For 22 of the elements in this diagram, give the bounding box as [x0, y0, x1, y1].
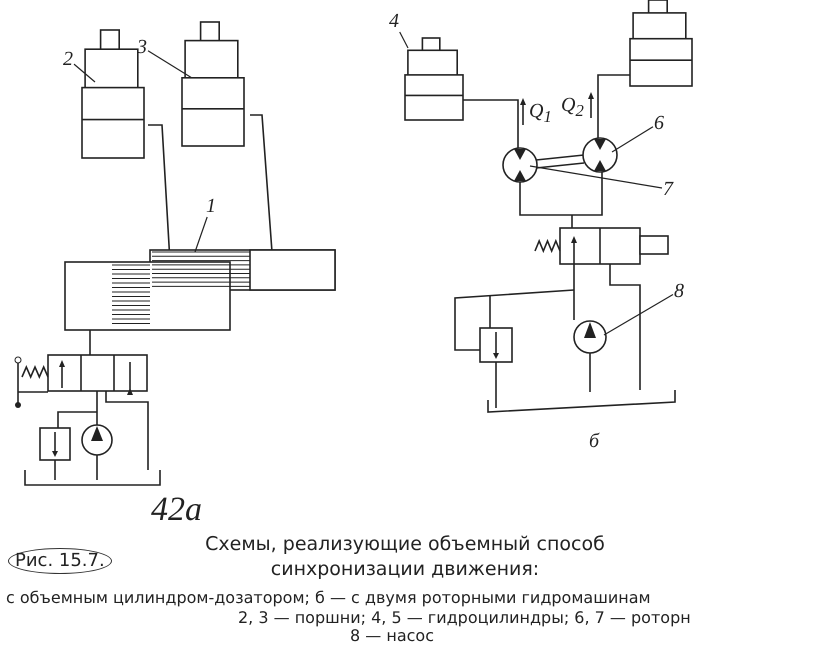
callout-number: 7	[662, 178, 674, 200]
callout-number: 6	[653, 112, 665, 134]
callout-number: 1	[205, 195, 217, 217]
leader-line	[148, 50, 192, 78]
handwritten-note: 42а	[150, 492, 203, 528]
callout-number: 4	[388, 10, 400, 32]
leader-line	[194, 216, 208, 252]
legend-text: 8 — насос	[350, 628, 434, 644]
leader-line	[530, 165, 662, 189]
leader-line	[604, 294, 674, 336]
leader-line	[74, 64, 96, 82]
figure-number: Рис. 15.7.	[8, 548, 112, 574]
legend-text: с объемным цилиндром-дозатором; б — с двумя роторными гидромашинам	[6, 590, 651, 606]
callout-number: 2	[62, 48, 74, 70]
leader-line	[612, 126, 654, 153]
legend-text: 2, 3 — поршни; 4, 5 — гидроцилиндры; 6, 7 — роторн	[238, 610, 691, 626]
flow-label: Q$_{2}$	[560, 94, 585, 121]
flow-label: Q$_{1}$	[528, 100, 553, 127]
callout-number: 8	[673, 280, 685, 302]
figure-caption: Схемы, реализующие объемный способ синхронизации движения:	[204, 532, 606, 582]
panel-label: б	[588, 430, 600, 452]
leader-line	[399, 32, 409, 48]
